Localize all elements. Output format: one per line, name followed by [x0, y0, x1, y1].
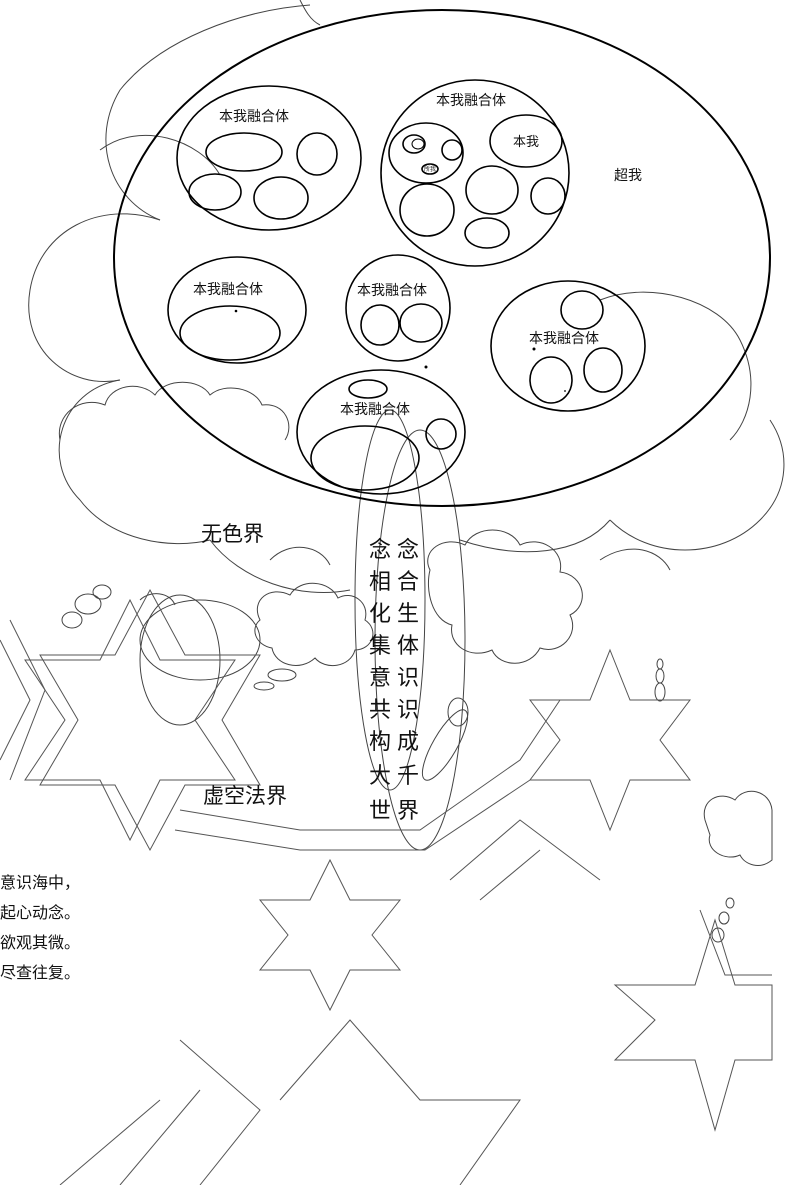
void-realm-label: 虚空法界	[203, 784, 287, 808]
thought-column-left: 念 相 化 集 意 共 构 大 世	[369, 538, 391, 824]
fusion-group-middle-right	[490, 280, 646, 412]
column-char: 相	[369, 570, 391, 595]
thought-column-right: 念 合 生 体 识 识 成 千 界	[397, 538, 419, 824]
column-char: 大	[369, 764, 391, 789]
column-char: 化	[369, 602, 391, 627]
column-char: 界	[397, 799, 419, 824]
verse-line: 尽查往复。	[0, 963, 80, 982]
column-char: 念	[369, 538, 391, 563]
fusion-label-top-right: 本我融合体	[436, 93, 506, 109]
verse-block: 意识海中， 起心动念。 欲观其微。 尽查往复。	[0, 873, 80, 982]
tiny-label: 所我	[424, 165, 436, 173]
column-char: 体	[397, 634, 419, 659]
formless-realm-label: 无色界	[201, 522, 264, 546]
fusion-label-top-left: 本我融合体	[219, 109, 289, 125]
column-char: 集	[369, 634, 391, 659]
verse-line: 起心动念。	[0, 903, 80, 922]
column-char: 世	[369, 799, 391, 824]
verse-line: 意识海中，	[0, 873, 80, 892]
column-char: 意	[369, 666, 391, 691]
column-char: 共	[369, 698, 391, 723]
fusion-label-middle-left: 本我融合体	[193, 282, 263, 298]
column-char: 构	[369, 730, 391, 755]
id-label: 本我	[513, 135, 539, 150]
column-char: 千	[397, 764, 419, 789]
column-char: 识	[397, 666, 419, 691]
superego-circle	[113, 9, 771, 507]
background-clouds	[28, 0, 785, 943]
fusion-label-middle-right: 本我融合体	[529, 331, 599, 347]
fusion-label-middle-center: 本我融合体	[357, 283, 427, 299]
fusion-group-middle-center	[345, 254, 451, 362]
superego-label: 超我	[614, 168, 642, 184]
verse-line: 欲观其微。	[0, 933, 80, 952]
column-char: 合	[397, 570, 419, 595]
fusion-group-middle-left	[167, 256, 307, 364]
column-char: 念	[397, 538, 419, 563]
fusion-group-top-left	[176, 85, 362, 231]
column-char: 识	[397, 698, 419, 723]
fusion-group-bottom	[296, 369, 466, 495]
fusion-group-top-right	[380, 79, 570, 267]
column-char: 生	[397, 602, 419, 627]
star-shapes	[0, 588, 773, 1186]
fusion-label-bottom: 本我融合体	[340, 402, 410, 418]
column-char: 成	[397, 730, 419, 755]
